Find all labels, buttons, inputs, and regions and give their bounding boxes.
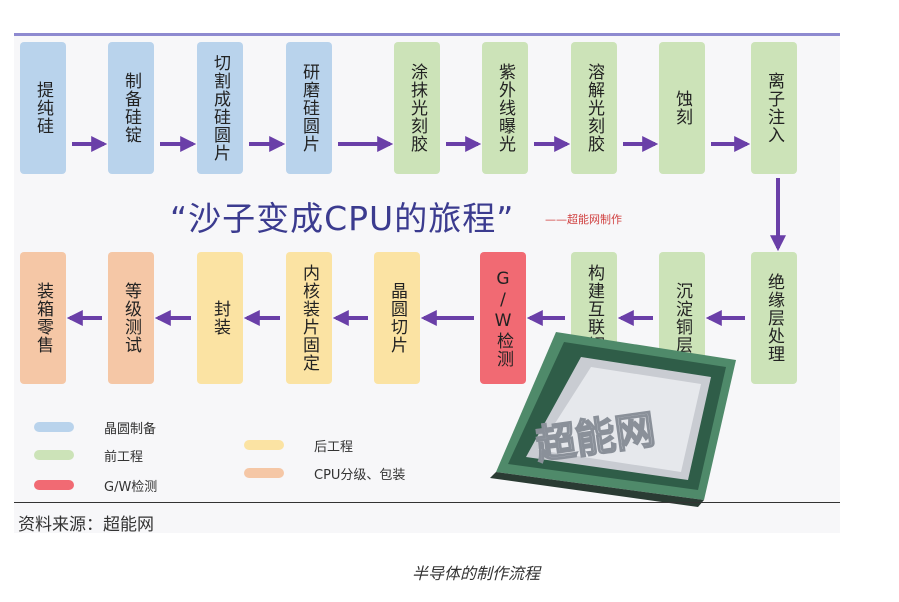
bottom-step-6: G/W检测 [480,252,526,384]
bottom-step-2: 等级测试 [108,252,154,384]
top-step-7: 溶解光刻胶 [571,42,617,174]
step-label: 装箱零售 [33,282,53,354]
legend-swatch [244,468,284,478]
diagram-title: “沙子变成CPU的旅程” [170,199,515,238]
step-label: 沉淀铜层 [672,282,692,354]
top-step-9: 离子注入 [751,42,797,174]
legend-swatch [34,422,74,432]
source-divider [14,502,840,503]
top-step-1: 提纯硅 [20,42,66,174]
step-label: 研磨硅圆片 [299,63,319,153]
bottom-step-5: 晶圆切片 [374,252,420,384]
top-step-3: 切割成硅圆片 [197,42,243,174]
top-step-6: 紫外线曝光 [482,42,528,174]
cpu-chip-image [490,332,736,507]
bottom-step-1: 装箱零售 [20,252,66,384]
step-label: 绝缘层处理 [764,273,784,363]
step-label: 蚀刻 [672,90,692,126]
top-step-2: 制备硅锭 [108,42,154,174]
step-label: 离子注入 [764,72,784,144]
step-label: 溶解光刻胶 [584,63,604,153]
step-label: 涂抹光刻胶 [407,63,427,153]
top-step-5: 涂抹光刻胶 [394,42,440,174]
step-label: 等级测试 [121,282,141,354]
step-label: 制备硅锭 [121,72,141,144]
figure-caption: 半导体的制作流程 [412,564,541,583]
legend-label: 前工程 [104,450,144,465]
source-note: 资料来源：超能网 [18,515,154,535]
legend-label: 晶圆制备 [104,422,157,437]
legend-label: CPU分级、包装 [314,468,406,483]
legend-swatch [244,440,284,450]
step-label: 晶圆切片 [387,282,407,354]
step-label: 内核装片固定 [299,264,319,372]
bottom-step-3: 封装 [197,252,243,384]
legend-swatch [34,480,74,490]
bottom-step-4: 内核装片固定 [286,252,332,384]
step-label: 提纯硅 [33,81,53,135]
step-label: 切割成硅圆片 [210,54,230,162]
diagram-credit: ——超能网制作 [545,213,622,226]
top-step-4: 研磨硅圆片 [286,42,332,174]
top-accent-line [14,33,840,36]
bottom-step-9: 绝缘层处理 [751,252,797,384]
legend-label: 后工程 [314,440,354,455]
legend-label: G/W检测 [104,480,158,495]
legend-swatch [34,450,74,460]
step-label: G/W检测 [493,268,513,368]
step-label: 紫外线曝光 [495,63,515,153]
step-label: 封装 [210,300,230,336]
top-step-8: 蚀刻 [659,42,705,174]
